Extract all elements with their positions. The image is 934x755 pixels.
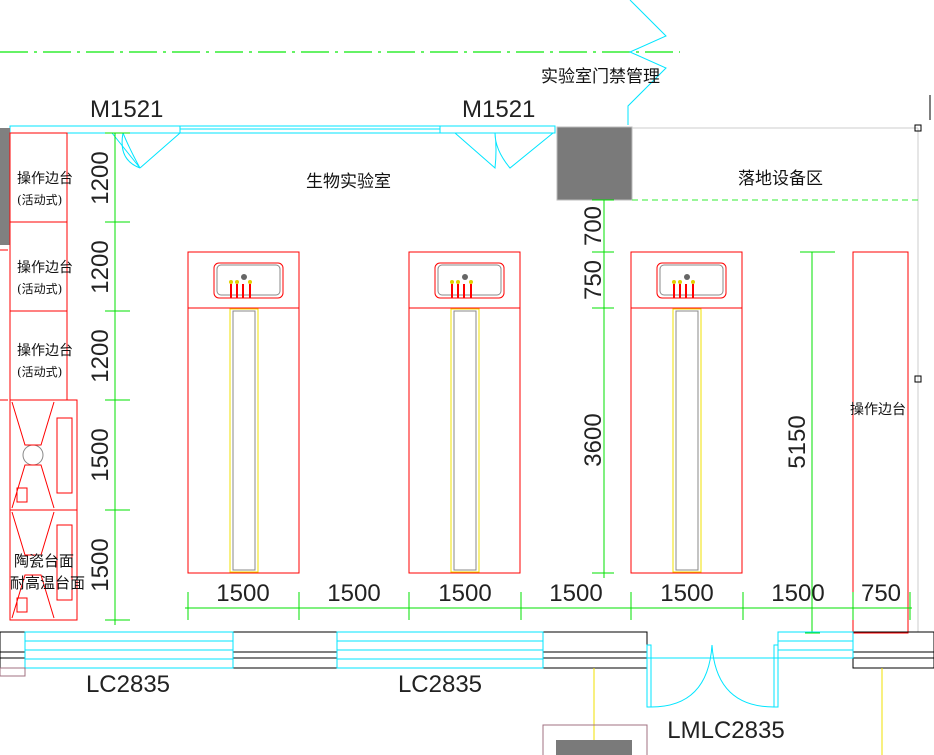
dim-label: 1500 bbox=[327, 580, 380, 607]
ceramic-top-label: 陶瓷台面 bbox=[14, 552, 74, 570]
top-wall bbox=[0, 95, 931, 632]
dim-label-5150: 5150 bbox=[784, 415, 811, 468]
svg-text:(活动式): (活动式) bbox=[17, 193, 62, 207]
door-label-lmlc2835: LMLC2835 bbox=[667, 717, 784, 744]
access-door-swing bbox=[627, 0, 667, 125]
room-label-bio-lab: 生物实验室 bbox=[306, 172, 391, 192]
door-label-m1521: M1521 bbox=[462, 96, 535, 123]
lab-bench bbox=[408, 251, 521, 574]
dim-label: 1200 bbox=[87, 329, 114, 382]
lab-bench bbox=[187, 251, 300, 574]
dim-label: 750 bbox=[861, 580, 901, 607]
dim-label: 1500 bbox=[438, 580, 491, 607]
door-label-m1521: M1521 bbox=[90, 96, 163, 123]
svg-text:(活动式): (活动式) bbox=[17, 365, 62, 379]
right-dimension bbox=[592, 199, 835, 634]
dim-label: 700 bbox=[580, 206, 607, 246]
side-bench-2: 操作边台 (活动式) bbox=[17, 260, 73, 296]
right-side-bench-label: 操作边台 bbox=[850, 402, 906, 418]
faucet-icon bbox=[241, 274, 247, 280]
side-bench-1: 操作边台 (活动式) bbox=[17, 171, 73, 207]
dim-label: 1200 bbox=[87, 151, 114, 204]
svg-text:操作边台: 操作边台 bbox=[17, 343, 73, 359]
dim-label: 3600 bbox=[580, 413, 607, 466]
dim-label: 750 bbox=[580, 260, 607, 300]
dim-label: 1200 bbox=[87, 240, 114, 293]
dim-label: 1500 bbox=[216, 580, 269, 607]
lab-bench bbox=[630, 251, 743, 574]
svg-text:操作边台: 操作边台 bbox=[17, 171, 73, 187]
left-dimension bbox=[105, 132, 130, 625]
dim-label: 1500 bbox=[771, 580, 824, 607]
svg-text:操作边台: 操作边台 bbox=[17, 260, 73, 276]
bottom-dimension bbox=[185, 592, 912, 620]
dim-label: 1500 bbox=[549, 580, 602, 607]
svg-text:(活动式): (活动式) bbox=[17, 282, 62, 296]
column bbox=[556, 126, 633, 201]
window-label-lc2835: LC2835 bbox=[86, 671, 170, 698]
dim-label: 1500 bbox=[87, 538, 114, 591]
window-label-lc2835: LC2835 bbox=[398, 671, 482, 698]
right-side-bench bbox=[852, 251, 909, 634]
side-bench-3: 操作边台 (活动式) bbox=[17, 343, 73, 379]
column bbox=[0, 128, 10, 245]
dim-label: 1500 bbox=[660, 580, 713, 607]
left-side-benches bbox=[0, 132, 78, 621]
heat-resistant-label: 耐高温台面 bbox=[10, 574, 85, 592]
bottom-wall bbox=[0, 631, 934, 755]
access-control-label: 实验室门禁管理 bbox=[541, 67, 660, 87]
room-label-floor-equipment: 落地设备区 bbox=[738, 169, 823, 189]
dim-label: 1500 bbox=[87, 428, 114, 481]
